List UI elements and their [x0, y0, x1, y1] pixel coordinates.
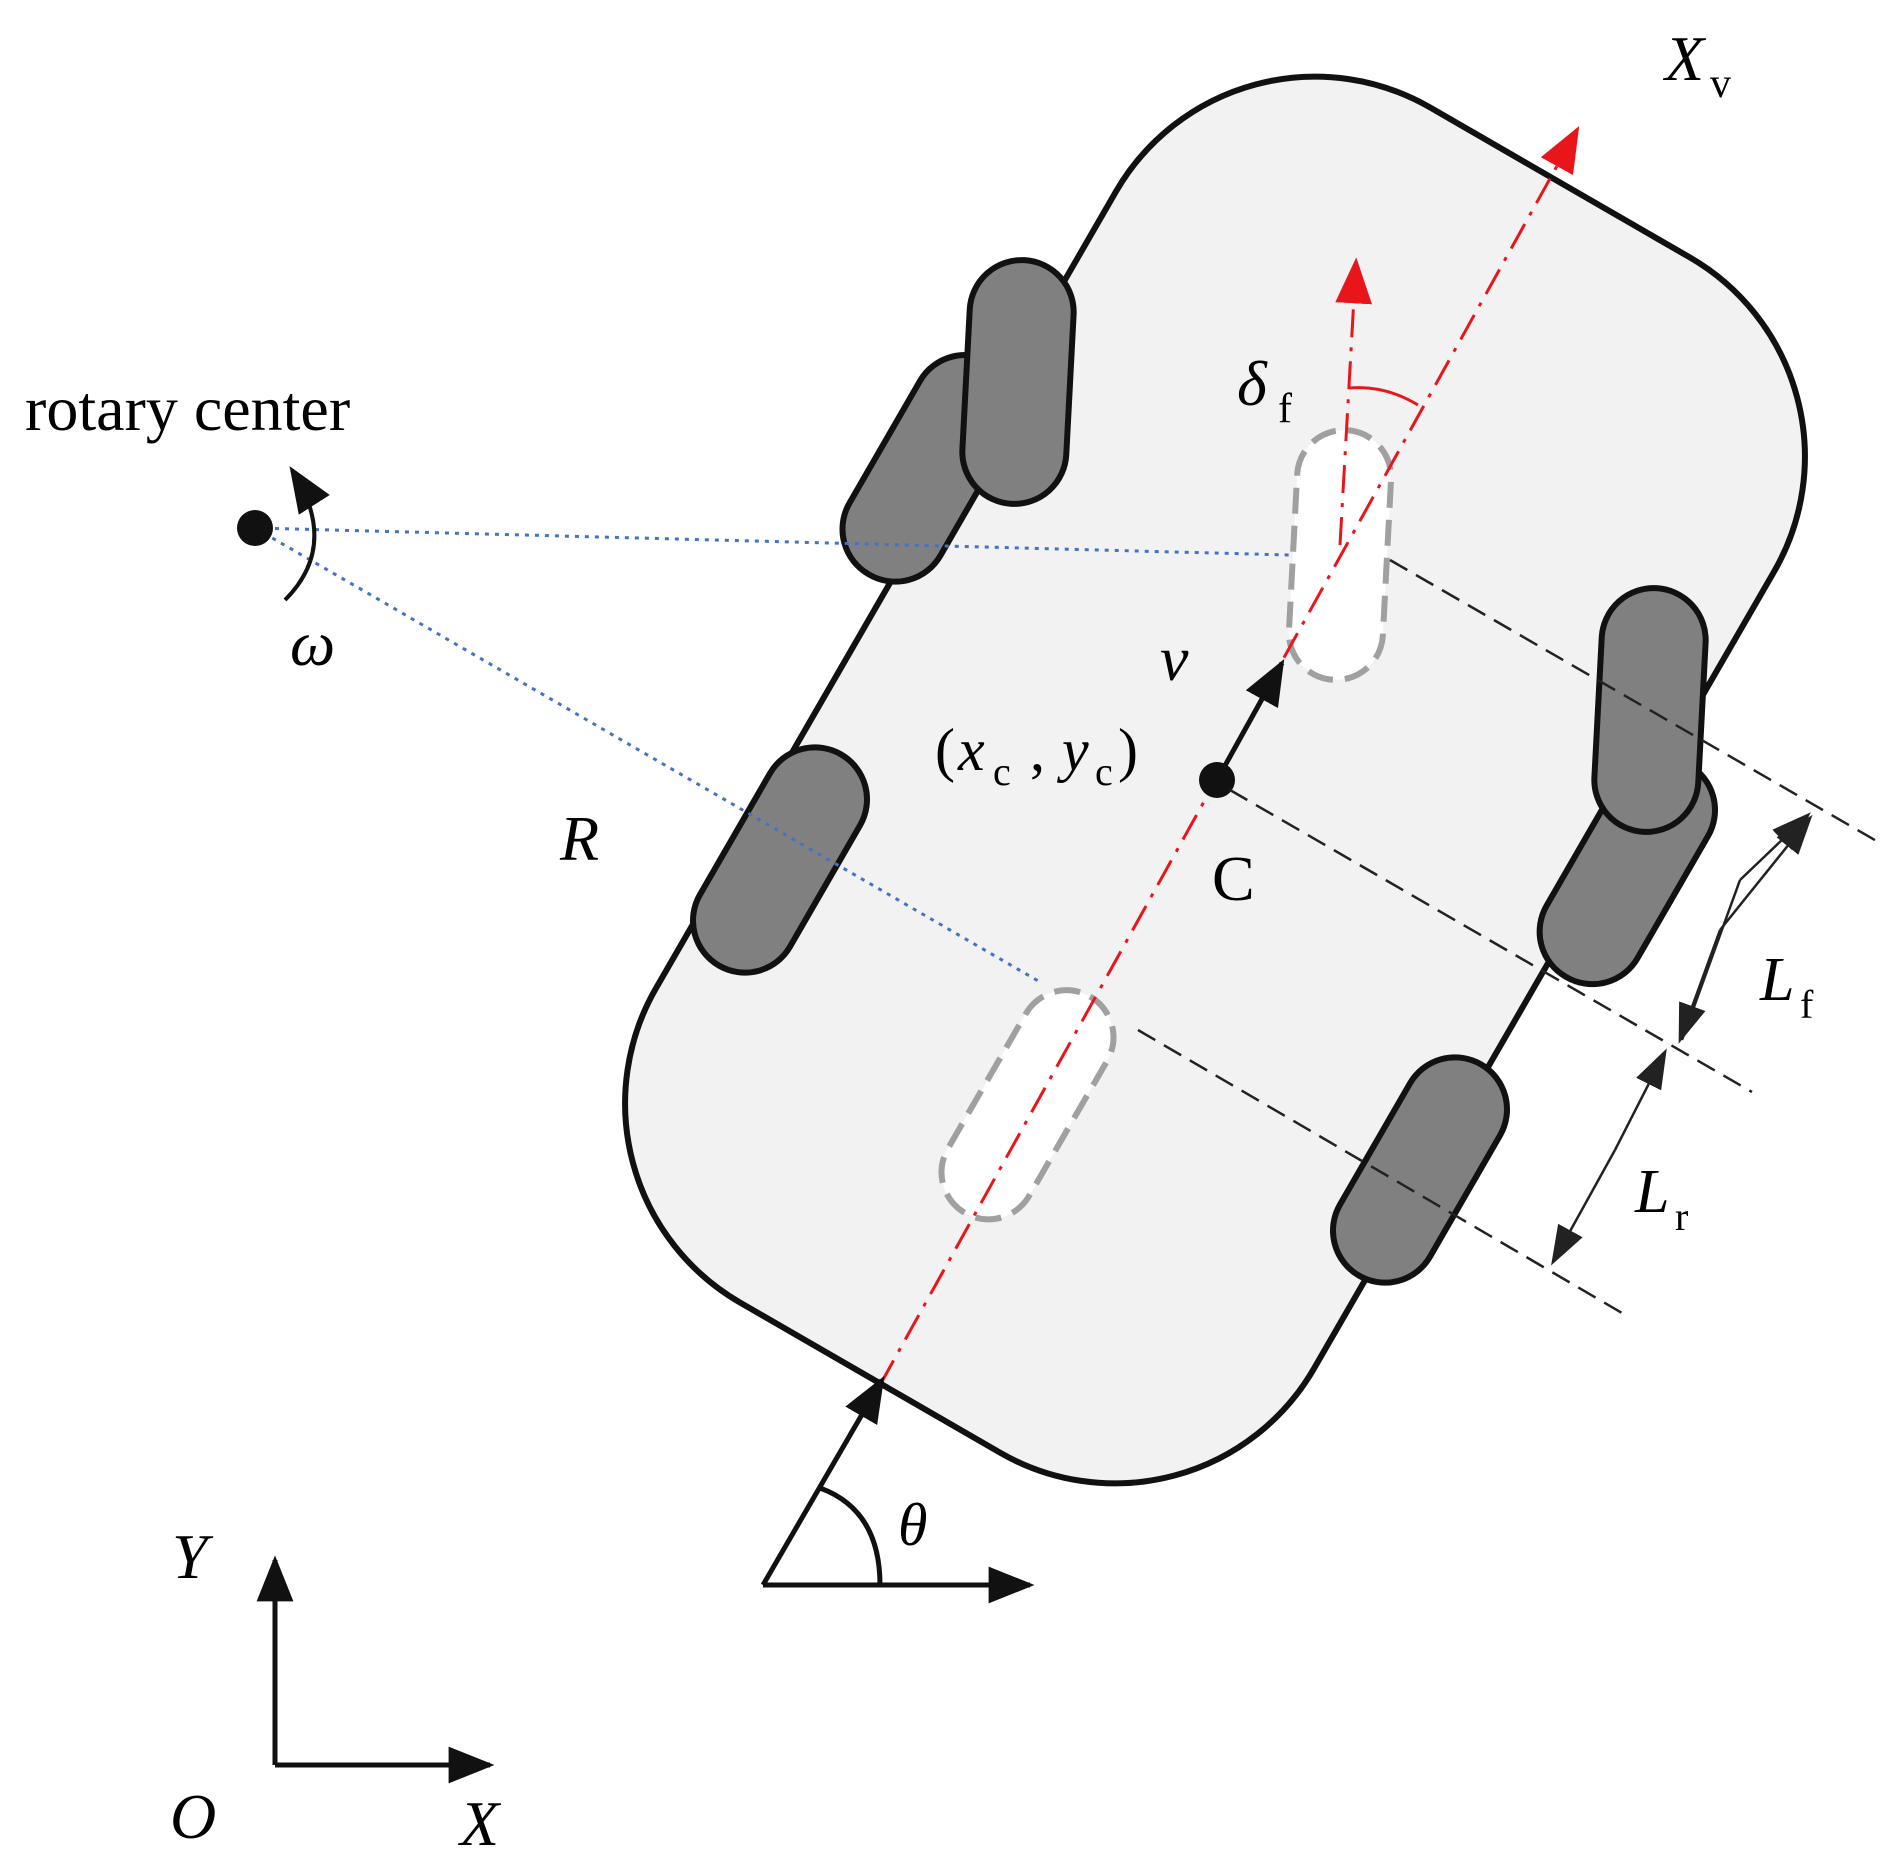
label-v: v: [1160, 623, 1189, 694]
xv-sub: v: [1710, 61, 1731, 107]
centroid-comma: ,: [1030, 717, 1045, 783]
ext-line-center: [1229, 788, 1753, 1094]
label-X: X: [457, 1788, 502, 1859]
front-left-wheel-group: [959, 257, 1077, 507]
rear-right-wheel-group: [1330, 1054, 1510, 1286]
centroid-open-paren: (: [935, 717, 955, 783]
steering-angle-arc: [1349, 386, 1419, 407]
lf-symbol: L: [1759, 946, 1794, 1014]
rear-right-wheel-outer: [1330, 1054, 1510, 1286]
lf-arrow-top: [1719, 814, 1813, 931]
rear-left-wheel-group: [690, 744, 870, 976]
delta-symbol: δ: [1237, 348, 1268, 419]
rotary-center-point: [237, 510, 273, 546]
label-Lr: L r: [1634, 1158, 1688, 1239]
lf-sub: f: [1800, 982, 1814, 1027]
centroid-close-paren: ): [1118, 717, 1138, 783]
radius-line-rear: [254, 526, 1041, 984]
label-rotary-center: rotary center: [25, 373, 350, 444]
ext-line-rear: [1137, 1028, 1623, 1315]
theta-arc: [819, 1485, 883, 1586]
lf-dimension-top: [1739, 812, 1811, 881]
label-O: O: [170, 1781, 216, 1852]
theta-heading: [760, 1376, 885, 1587]
label-delta-f: δ f: [1237, 348, 1292, 432]
omega-arrow: [283, 466, 330, 602]
centroid-x: x: [957, 717, 985, 783]
lr-arrow-top: [1613, 1048, 1667, 1151]
radius-line-front: [254, 526, 1291, 557]
lf-dimension: [1680, 879, 1742, 1041]
front-left-wheel: [959, 257, 1077, 507]
lr-sub: r: [1675, 1194, 1688, 1239]
label-Y: Y: [172, 1521, 214, 1592]
label-C: C: [1212, 843, 1255, 914]
label-Lf: L f: [1759, 946, 1814, 1027]
xv-symbol: X: [1662, 23, 1707, 94]
label-centroid: ( x c , y c ): [935, 717, 1138, 794]
rear-left-wheel-outer: [690, 744, 870, 976]
velocity-arrow: [1214, 658, 1285, 782]
label-Xv: X v: [1662, 23, 1731, 107]
label-theta: θ: [898, 1492, 927, 1558]
lr-symbol: L: [1634, 1158, 1669, 1226]
lf-arrow-bottom: [1678, 929, 1722, 1044]
label-R: R: [559, 803, 599, 874]
delta-sub: f: [1278, 386, 1292, 432]
centroid-x-sub: c: [993, 749, 1011, 794]
lr-arrow-bottom: [1551, 1149, 1617, 1266]
centroid-y-sub: c: [1095, 749, 1113, 794]
label-omega: ω: [290, 608, 335, 679]
ext-line-front: [1389, 558, 1881, 845]
centroid-y: y: [1056, 717, 1089, 783]
